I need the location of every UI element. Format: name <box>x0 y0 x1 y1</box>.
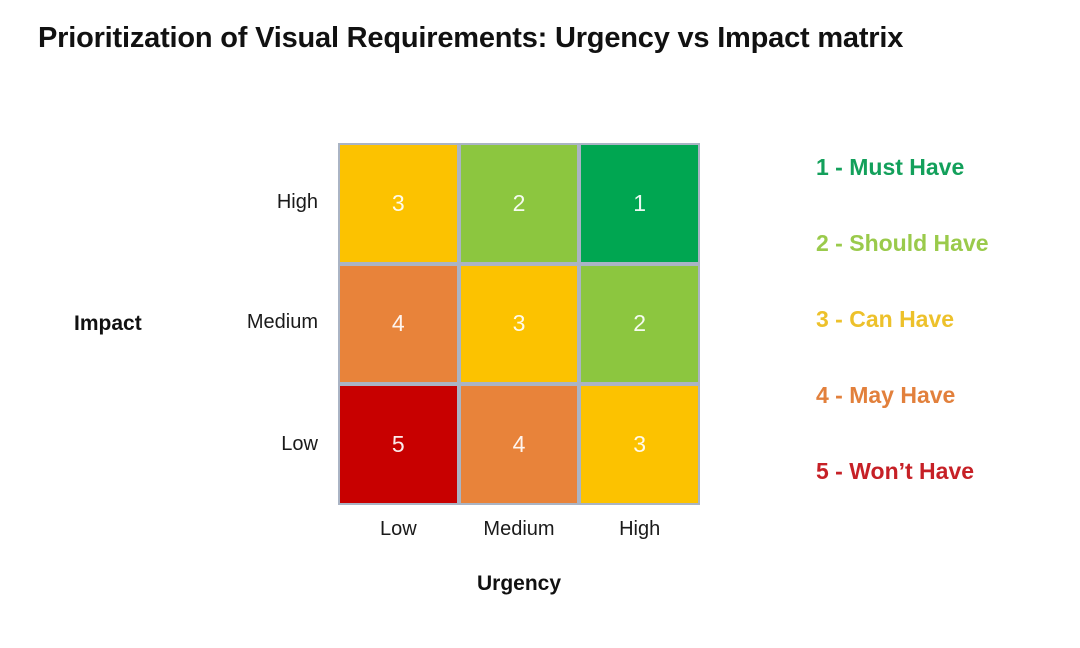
legend-item-may-have: 4 - May Have <box>816 382 956 408</box>
matrix-grid: 3 2 1 4 3 2 5 4 3 <box>338 143 700 505</box>
x-axis-tick-group: Low Medium High <box>338 518 700 546</box>
legend-item-can-have: 3 - Can Have <box>816 306 955 332</box>
matrix-cell-low-high[interactable]: 3 <box>581 386 698 503</box>
matrix-cell-low-medium[interactable]: 4 <box>460 386 578 503</box>
matrix-cell-high-medium[interactable]: 2 <box>460 145 578 262</box>
y-axis-title: Impact <box>74 312 142 335</box>
matrix-cell-medium-high[interactable]: 2 <box>581 265 698 383</box>
legend-item-must-have: 1 - Must Have <box>816 154 965 180</box>
y-axis-tick-medium: Medium <box>246 311 318 333</box>
y-axis-tick-low: Low <box>281 433 318 455</box>
legend-item-wont-have: 5 - Won’t Have <box>816 458 975 484</box>
matrix-cell-medium-low[interactable]: 4 <box>340 265 457 383</box>
matrix-cell-high-low[interactable]: 3 <box>340 145 457 262</box>
x-axis-tick-low: Low <box>379 518 417 540</box>
priority-legend: 1 - Must Have 2 - Should Have 3 - Can Ha… <box>816 154 1066 535</box>
y-axis-tick-high: High <box>276 191 318 213</box>
urgency-impact-matrix: 3 2 1 4 3 2 5 4 3 <box>338 143 700 505</box>
y-axis-tick-group: High Medium Low <box>150 143 318 505</box>
x-axis-tick-high: High <box>619 518 661 540</box>
matrix-cell-medium-medium[interactable]: 3 <box>460 265 578 383</box>
x-axis-title: Urgency <box>476 572 562 595</box>
legend-item-should-have: 2 - Should Have <box>816 230 989 256</box>
x-axis-tick-medium: Medium <box>483 518 555 540</box>
matrix-cell-high-high[interactable]: 1 <box>581 145 698 262</box>
matrix-cell-low-low[interactable]: 5 <box>340 386 457 503</box>
page-title: Prioritization of Visual Requirements: U… <box>38 22 904 54</box>
